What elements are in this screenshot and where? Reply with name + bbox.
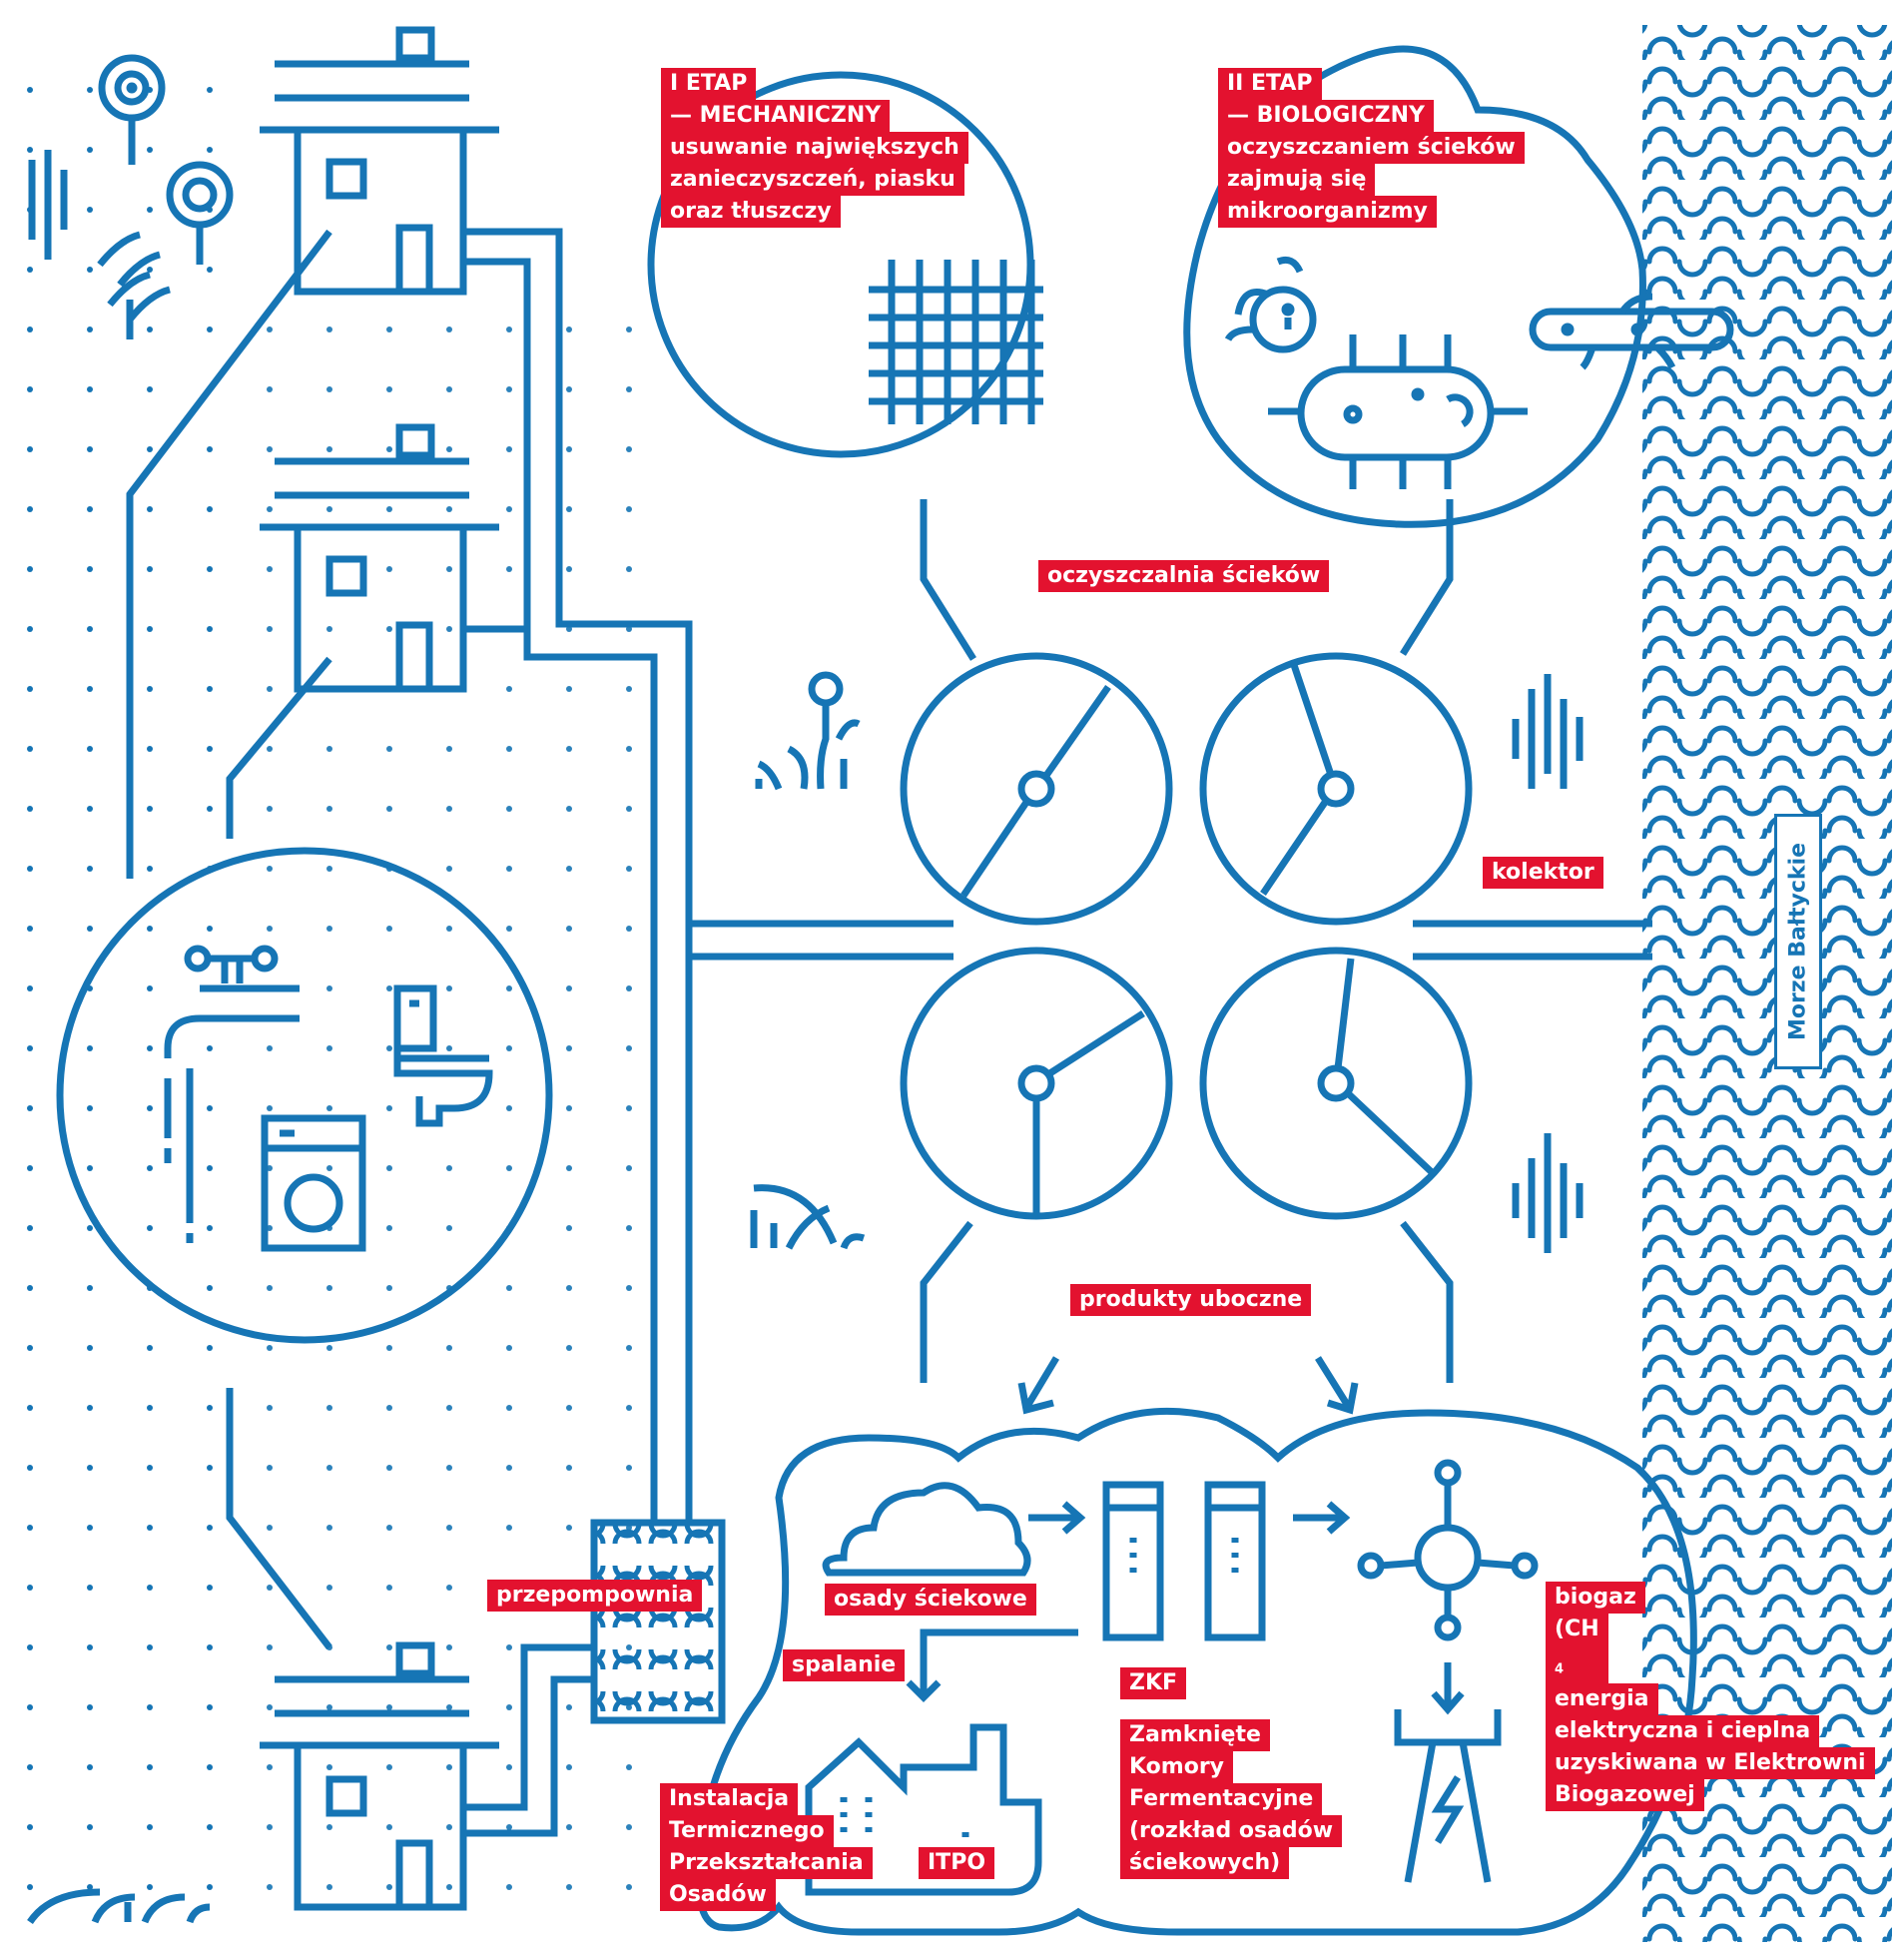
pump-station-icon xyxy=(590,1519,726,1724)
arrow-icon xyxy=(1028,1501,1465,1715)
plant-label: oczyszczalnia ścieków xyxy=(1038,560,1330,592)
arrow-icon xyxy=(1017,1356,1359,1415)
tree-icon xyxy=(1512,674,1584,1253)
sea-label: Morze Bałtyckie xyxy=(1774,814,1822,1069)
house-icon xyxy=(260,1641,499,1911)
settling-tank-icon xyxy=(1199,652,1473,926)
energy-label: energia elektryczna i cieplna uzyskiwana… xyxy=(1546,1683,1875,1811)
settling-tank-icon xyxy=(900,652,1173,926)
grass-icon xyxy=(27,671,866,1925)
microorganism-icon xyxy=(1224,256,1734,489)
faucet-icon xyxy=(164,945,300,1243)
washing-machine-icon xyxy=(261,1114,366,1252)
pumping-station-label: przepompownia xyxy=(487,1580,703,1612)
power-pylon-icon xyxy=(1394,1709,1502,1883)
cloud-icon xyxy=(822,1482,1031,1577)
zkf-label: ZKF xyxy=(1120,1667,1187,1699)
zkf-full-label: Zamknięte Komory Fermentacyjne (rozkład … xyxy=(1120,1719,1343,1879)
settling-tank-icon xyxy=(1199,947,1473,1220)
itpo-label: ITPO xyxy=(919,1847,995,1879)
byproducts-label: produkty uboczne xyxy=(1070,1284,1312,1316)
incineration-label: spalanie xyxy=(783,1649,906,1681)
grid-screen-icon xyxy=(869,260,1043,424)
house-icon xyxy=(260,26,499,296)
toilet-icon xyxy=(393,984,493,1127)
house-icon xyxy=(260,423,499,693)
sludge-label: osady ściekowe xyxy=(825,1584,1036,1616)
collector-label: kolektor xyxy=(1483,857,1603,889)
biogas-molecule-icon xyxy=(1357,1459,1539,1641)
itpo-full-label: Instalacja Termicznego Przekształcania O… xyxy=(660,1783,873,1911)
settling-tank-icon xyxy=(900,947,1173,1220)
stage2-label: II ETAP — BIOLOGICZNY oczyszczaniem ście… xyxy=(1218,68,1525,228)
stage1-label: I ETAP — MECHANICZNY usuwanie największy… xyxy=(661,68,968,228)
tree-icon xyxy=(28,54,234,339)
digester-tank-icon xyxy=(1102,1481,1266,1641)
